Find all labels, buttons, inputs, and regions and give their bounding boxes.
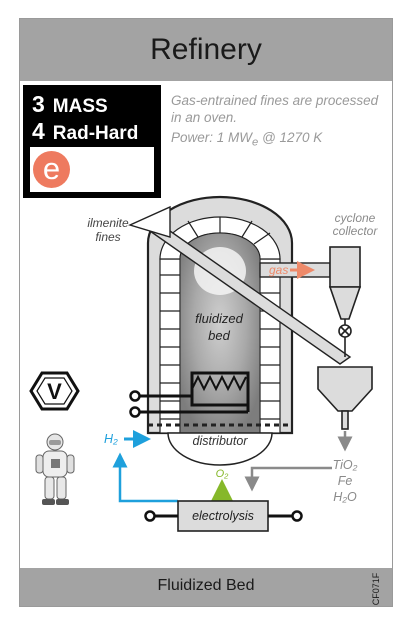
tio2-label: TiO₂ xyxy=(333,458,358,472)
h2o-label: H₂O xyxy=(333,490,357,504)
svg-text:V: V xyxy=(47,379,62,404)
ilmenite-fines-label: ilmenite fines xyxy=(87,216,129,244)
card-code: CF071F xyxy=(364,575,388,603)
oxygen-output: O₂ xyxy=(216,468,230,501)
card-footer: Fluidized Bed xyxy=(20,568,392,606)
refinery-card[interactable]: Refinery 3MASS 4Rad-Hard e Gas-entrained… xyxy=(19,18,393,607)
fe-label: Fe xyxy=(338,474,353,488)
h2-label: H₂ xyxy=(104,432,118,446)
fluidized-bed-diagram: ilmenite fines gas cyclone collector flu… xyxy=(20,19,392,568)
svg-text:gas: gas xyxy=(269,263,288,277)
svg-text:ilmenite: ilmenite xyxy=(87,216,129,230)
svg-text:fines: fines xyxy=(95,230,120,244)
hydrogen-line: H₂ xyxy=(104,432,178,501)
cyclone-collector-label: cyclone collector xyxy=(333,211,379,238)
astronaut-icon xyxy=(36,434,74,505)
product-output: TiO₂ Fe H₂O xyxy=(333,431,358,504)
gas-outlet-pipe: gas xyxy=(260,263,330,277)
o2-label: O₂ xyxy=(216,468,230,480)
footer-title: Fluidized Bed xyxy=(20,577,392,595)
fluidized-label: fluidized xyxy=(195,311,243,326)
bed-label: bed xyxy=(208,328,230,343)
electrolysis-unit: electrolysis xyxy=(146,501,302,531)
svg-text:distributor: distributor xyxy=(193,434,249,448)
svg-text:electrolysis: electrolysis xyxy=(192,509,254,523)
v-badge-icon: V xyxy=(31,373,78,409)
svg-text:cyclone: cyclone xyxy=(335,211,376,225)
water-return-line xyxy=(252,468,332,489)
svg-text:collector: collector xyxy=(333,224,379,238)
